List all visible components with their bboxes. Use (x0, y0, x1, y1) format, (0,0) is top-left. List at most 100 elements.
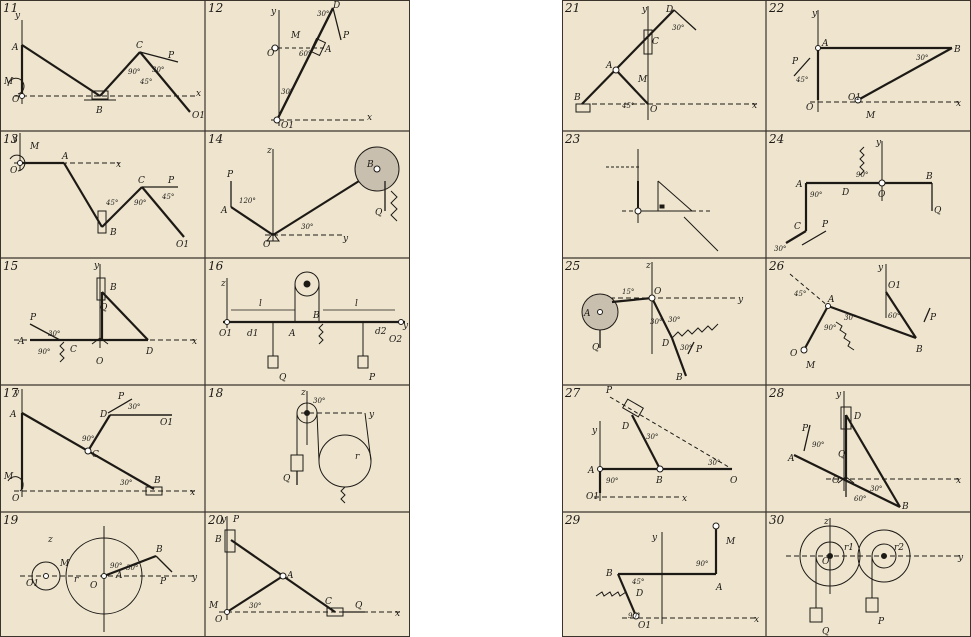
label-o: O (90, 581, 98, 591)
label-b: B (155, 545, 163, 555)
label-o1: O1 (848, 93, 861, 103)
label-y: y (13, 388, 20, 398)
diagram-13: y M O A x C P B O1 45° 90° 45° (9, 133, 189, 250)
label-m: M (725, 537, 736, 547)
label-angle: 90° (110, 562, 122, 570)
label-a: A (605, 61, 613, 71)
label-angle: 30° (301, 223, 313, 231)
label-o1: O1 (192, 111, 205, 121)
label-p: P (929, 313, 937, 323)
label-d: D (853, 412, 861, 422)
label-q: Q (934, 206, 942, 216)
label-x: x (196, 89, 201, 99)
label-p: P (821, 220, 829, 230)
label-p: P (226, 170, 234, 180)
label-angle: 30° (317, 10, 329, 18)
label-d: D (99, 410, 107, 420)
label-x: x (116, 160, 121, 170)
label-y: y (651, 533, 658, 543)
problem-number: 20 (208, 513, 224, 527)
label-angle: 90° (606, 477, 618, 485)
label-y: y (342, 234, 349, 244)
label-y: y (270, 7, 277, 17)
problem-13: 13 y M O A x C P B O1 45° 90° 45° (0, 131, 205, 258)
label-c: C (652, 37, 659, 47)
problem-22: 22 y A B P O O1 M x 45° 30° (766, 0, 971, 131)
label-b: B (95, 106, 103, 116)
label-p: P (605, 386, 613, 396)
label-o1: O1 (176, 240, 189, 250)
label-b: B (925, 172, 933, 182)
diagram-14: z P A B Q O y 120° 30° (220, 146, 400, 250)
label-q: Q (283, 474, 291, 484)
label-a: A (821, 39, 829, 49)
label-m: M (805, 361, 816, 371)
label-m: M (3, 77, 14, 87)
problem-17: 17 y A P D O1 C M O B x 30° 90° 30° (0, 385, 205, 512)
label-o: O (96, 357, 104, 367)
label-b: B (312, 311, 320, 321)
label-a: A (220, 206, 228, 216)
label-p: P (801, 424, 809, 434)
label-o: O (790, 349, 798, 359)
label-m: M (290, 31, 301, 41)
label-x: x (367, 113, 372, 123)
label-b: B (214, 535, 222, 545)
label-x: x (752, 101, 757, 111)
problem-18: 18 z y r Q 30° (205, 385, 410, 512)
label-q: Q (100, 303, 108, 313)
label-r: r (74, 575, 79, 585)
label-angle: 120° (239, 197, 256, 205)
label-q: Q (279, 373, 287, 383)
label-m: M (637, 75, 648, 85)
label-angle: 30° (152, 66, 164, 74)
label-p: P (159, 577, 167, 587)
label-p: P (368, 373, 376, 383)
label-angle: 60° (854, 495, 866, 503)
label-a: A (61, 152, 69, 162)
label-o1: O1 (888, 281, 901, 291)
label-o1: O1 (638, 621, 651, 631)
label-d1: d1 (247, 329, 259, 339)
label-o: O (650, 105, 658, 115)
label-y: y (957, 553, 964, 563)
label-angle: 45° (621, 102, 634, 110)
label-p: P (342, 31, 350, 41)
label-o1: O1 (26, 579, 39, 589)
label-d: D (621, 422, 629, 432)
label-o: O (822, 557, 830, 567)
problem-number: 12 (208, 1, 224, 15)
diagram-15: y B Q P A C O D x 30° 90° (14, 261, 197, 367)
label-p: P (29, 313, 37, 323)
problem-number: 28 (769, 386, 785, 400)
label-c: C (92, 450, 99, 460)
label-angle: 30° (708, 459, 720, 467)
diagram-18: z y r Q 30° (283, 388, 375, 504)
label-y: y (220, 515, 227, 525)
label-q: Q (838, 450, 846, 460)
label-q: Q (592, 343, 600, 353)
label-b: B (605, 569, 613, 579)
label-angle: 30° (774, 245, 786, 253)
label-d: D (635, 589, 643, 599)
problem-23: 23 (562, 131, 766, 258)
label-o: O (215, 615, 223, 625)
label-z: z (47, 535, 53, 545)
label-y: y (591, 426, 598, 436)
label-y: y (14, 11, 21, 21)
diagram-17: y A P D O1 C M O B x 30° 90° 30° (3, 388, 196, 504)
label-m: M (59, 559, 70, 569)
label-a: A (587, 466, 595, 476)
problem-number: 13 (3, 132, 19, 146)
label-o1: O1 (219, 329, 232, 339)
problem-26: 26 y O1 A B P O M 45° 90° 60° 30° (766, 258, 971, 385)
problem-number: 23 (565, 132, 581, 146)
label-angle: 30° (120, 479, 132, 487)
label-a: A (288, 329, 296, 339)
label-y: y (811, 9, 818, 19)
label-angle: 90° (38, 348, 50, 356)
label-angle: 30° (128, 403, 140, 411)
label-angle: 90° (628, 612, 640, 620)
label-y: y (641, 5, 648, 15)
